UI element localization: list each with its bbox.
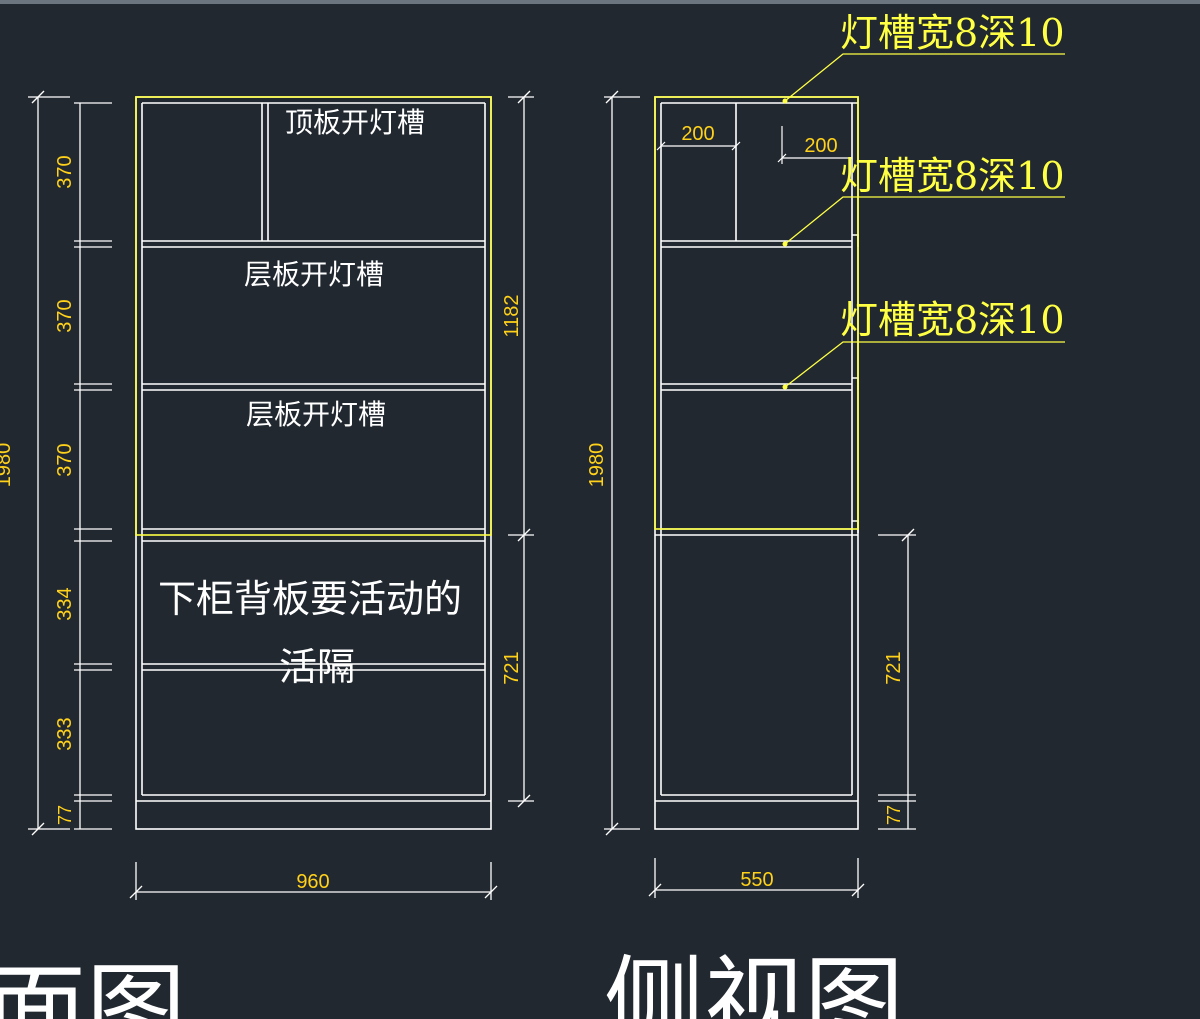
side-upper-cabinet-highlight [654, 96, 859, 530]
front-view-title: 面图 [0, 952, 186, 1019]
side-dim-total-height-text: 1980 [586, 443, 608, 488]
front-outer-frame [135, 96, 492, 830]
front-dim-upper-height-text: 1182 [501, 294, 523, 337]
side-dim-depth [648, 858, 865, 898]
front-dim-seg-4-text: 334 [54, 587, 76, 620]
front-dim-width-text: 960 [296, 871, 329, 893]
side-notch-2 [852, 377, 859, 390]
front-label-lower-back-2: 活隔 [279, 645, 355, 689]
side-dim-top-right-text: 200 [804, 135, 837, 157]
front-dim-seg-3-text: 370 [54, 443, 76, 476]
side-view [654, 96, 859, 830]
front-dim-plinth-text: 77 [55, 805, 75, 825]
side-dim-lower-height-text: 721 [883, 651, 905, 684]
side-annotation-2: 灯槽宽8深10 [840, 154, 1065, 198]
front-dim-chain-right [508, 90, 534, 808]
side-view-title: 侧视图 [604, 945, 904, 1019]
front-upper-cabinet-highlight [135, 96, 492, 536]
front-dim-lower-height-text: 721 [501, 651, 523, 684]
side-dim-depth-text: 550 [740, 869, 773, 891]
side-leader-lines [784, 53, 1065, 388]
side-outer-frame [654, 96, 859, 830]
side-annotation-3: 灯槽宽8深10 [840, 298, 1065, 342]
side-annotation-1: 灯槽宽8深10 [840, 11, 1065, 55]
side-notch-1 [852, 234, 859, 247]
front-dim-seg-2-text: 370 [54, 299, 76, 332]
side-dim-total-height [604, 90, 640, 836]
front-dim-total-height [28, 90, 70, 836]
front-dim-total-height-text: 1980 [0, 443, 15, 488]
side-top-small-dims [656, 126, 852, 164]
front-label-top-panel: 顶板开灯槽 [285, 106, 425, 139]
window-top-edge [0, 0, 1200, 4]
side-notch-3 [852, 520, 859, 533]
front-label-shelf-2: 层板开灯槽 [246, 398, 386, 431]
front-dim-width [129, 862, 498, 900]
front-dim-seg-1-text: 370 [54, 155, 76, 188]
side-dim-chain-right [878, 528, 916, 830]
side-dim-plinth-text: 77 [884, 805, 904, 825]
front-view [135, 96, 492, 830]
front-label-shelf-1: 层板开灯槽 [244, 258, 384, 291]
front-dim-seg-5-text: 333 [54, 717, 76, 750]
side-dim-top-left-text: 200 [681, 123, 714, 145]
front-dim-chain-left [74, 102, 112, 830]
side-leader-dots [782, 98, 788, 390]
front-label-lower-back-1: 下柜背板要活动的 [158, 577, 462, 621]
